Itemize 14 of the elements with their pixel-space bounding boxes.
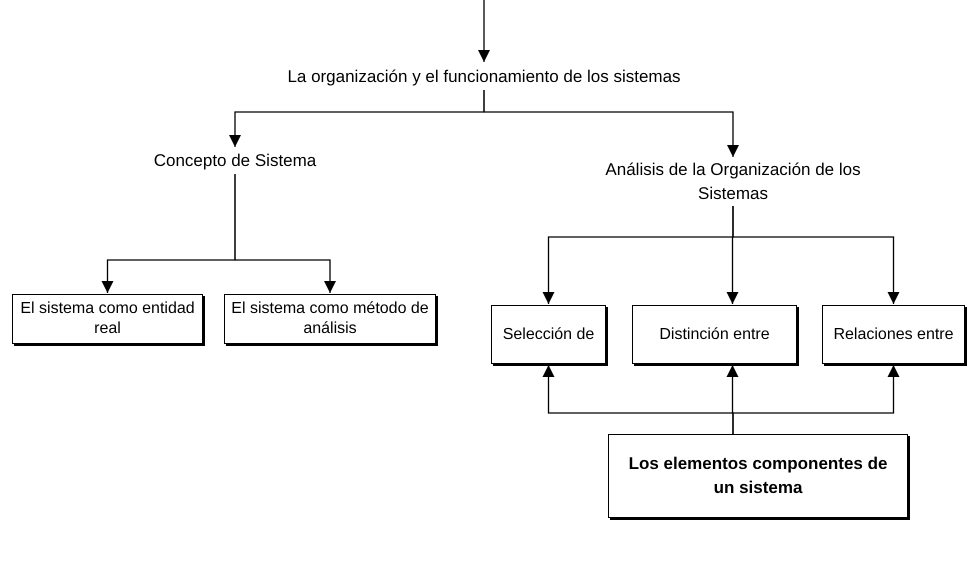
concept-box: El sistema como entidad real bbox=[12, 294, 203, 344]
heading-text: La organización y el funcionamiento de los sistemas bbox=[214, 64, 754, 90]
heading-text: Análisis de la Organización de los Sistemas bbox=[603, 158, 863, 206]
arrow bbox=[478, 0, 490, 62]
concept-box: Relaciones entre bbox=[822, 305, 965, 364]
arrow bbox=[483, 90, 739, 157]
concept-box: Distinción entre bbox=[632, 305, 797, 364]
heading-text: Concepto de Sistema bbox=[125, 148, 345, 174]
concept-box: Selección de bbox=[491, 305, 606, 364]
concept-box: Los elementos componentes de un sistema bbox=[608, 434, 908, 518]
arrow bbox=[234, 174, 336, 293]
arrow bbox=[732, 206, 900, 304]
arrow bbox=[732, 365, 900, 434]
concept-box: El sistema como método de análisis bbox=[224, 294, 436, 344]
